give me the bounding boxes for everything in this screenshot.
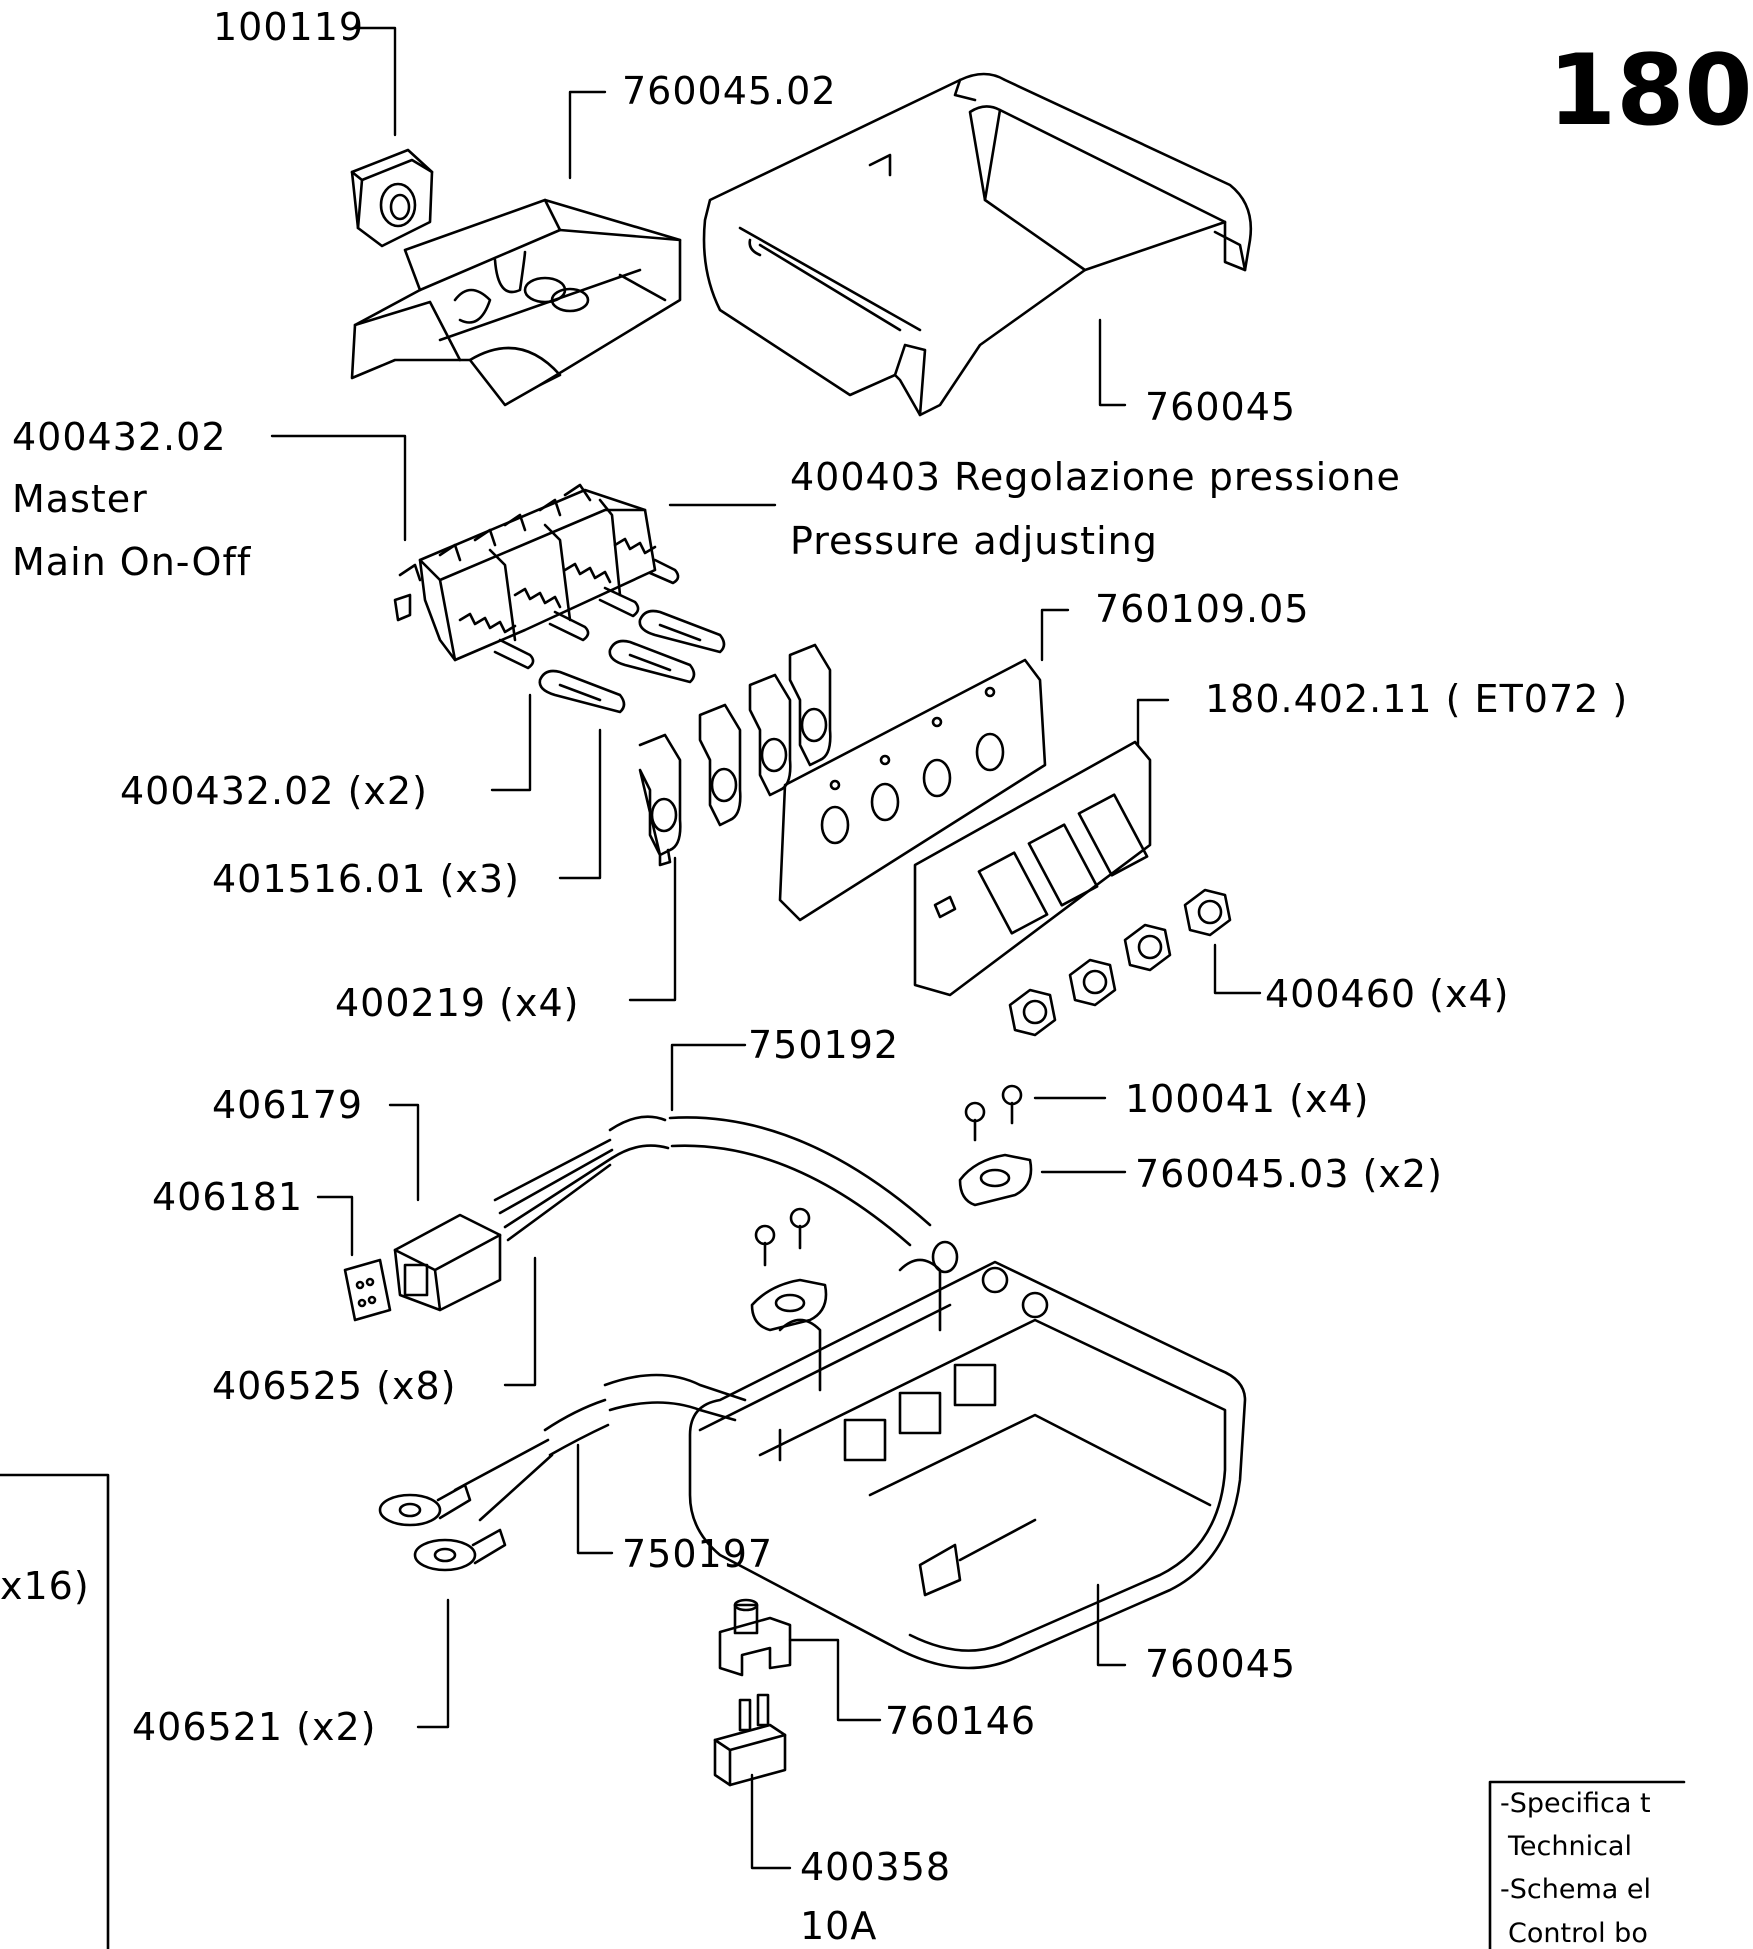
leader-760045-02: [568, 90, 607, 180]
lugs-406521: [378, 1483, 507, 1572]
label-401516-01-x3: 401516.01 (x3): [212, 857, 520, 901]
carrier-760045-02: [350, 198, 682, 407]
label-750197: 750197: [622, 1532, 774, 1576]
title: 180: [1548, 34, 1753, 148]
cable-750197: [453, 1373, 747, 1522]
label-plate-180-402-11: [913, 740, 1152, 997]
leader-406525: [503, 1256, 537, 1387]
label-100119: 100119: [213, 5, 365, 49]
notes-box: [1488, 1780, 1686, 1949]
cable-750192: [493, 1115, 959, 1274]
leader-760045-top: [1098, 318, 1127, 407]
label-400358: 400358: [800, 1845, 952, 1889]
label-760146: 760146: [885, 1699, 1037, 1743]
fuse-holder-760146: [718, 1598, 792, 1677]
label-760045-03-x2: 760045.03 (x2): [1135, 1152, 1443, 1196]
label-400460-x4: 400460 (x4): [1265, 972, 1510, 1016]
leader-400432-02-x2: [490, 693, 532, 792]
connector-406181: [343, 1258, 392, 1322]
label-406179: 406179: [212, 1083, 364, 1127]
label-400403: 400403 Regolazione pressione: [790, 455, 1401, 499]
label-400358-rating: 10A: [800, 1904, 878, 1948]
label-100041-x4: 100041 (x4): [1125, 1077, 1370, 1121]
connector-406179: [393, 1213, 502, 1312]
leader-100119: [353, 26, 397, 137]
label-master: Master: [12, 477, 148, 521]
leader-406179: [388, 1103, 420, 1202]
leader-400219-x4: [628, 856, 677, 1002]
leader-760045-bottom: [1096, 1583, 1127, 1667]
label-406181: 406181: [152, 1175, 304, 1219]
screws-100041: [754, 1084, 1023, 1267]
housing-760045-bottom: [688, 1258, 1247, 1670]
label-760045-top: 760045: [1145, 385, 1297, 429]
label-760045-bottom: 760045: [1145, 1642, 1297, 1686]
leader-760146: [788, 1638, 882, 1722]
note-schema: -Schema el: [1500, 1874, 1651, 1905]
label-main-on-off: Main On-Off: [12, 540, 252, 584]
label-760109-05: 760109.05: [1095, 587, 1310, 631]
cover-760045-top: [702, 72, 1253, 417]
leader-750197: [576, 1443, 614, 1555]
label-400432-02-x2: 400432.02 (x2): [120, 769, 428, 813]
sleeves-401516-01: [538, 609, 726, 714]
label-400219-x4: 400219 (x4): [335, 981, 580, 1025]
leader-180-402-11: [1136, 698, 1170, 747]
side-frame: [0, 1473, 110, 1949]
switch-block: [393, 483, 680, 670]
label-760045-02: 760045.02: [622, 69, 837, 113]
leader-406181: [316, 1195, 354, 1257]
nut-100119: [350, 148, 434, 248]
label-406521-x2: 406521 (x2): [132, 1705, 377, 1749]
leader-400358: [750, 1773, 792, 1870]
note-specifica: -Specifica t: [1500, 1788, 1651, 1819]
leader-750192: [670, 1043, 747, 1112]
label-pressure-adjusting: Pressure adjusting: [790, 519, 1158, 563]
label-750192: 750192: [748, 1023, 900, 1067]
clamps-760045-03: [750, 1153, 1033, 1332]
note-technical: Technical: [1508, 1831, 1632, 1862]
label-side-x16: x16): [0, 1564, 90, 1608]
leader-400460-x4: [1213, 943, 1262, 995]
caps-400460: [1008, 888, 1232, 1037]
note-control: Control bo: [1508, 1918, 1648, 1949]
label-180-402-11: 180.402.11 ( ET072 ): [1205, 677, 1629, 721]
leader-401516-01-x3: [558, 728, 602, 880]
plate-760109-05: [778, 658, 1047, 922]
leader-760109-05: [1040, 608, 1070, 662]
label-406525-x8: 406525 (x8): [212, 1364, 457, 1408]
leader-lines: [270, 26, 1262, 1870]
brackets-400219: [638, 643, 832, 867]
label-400432-02: 400432.02: [12, 415, 227, 459]
exploded-parts-diagram: 180 100119 760045.02 760045 400432.02 Ma…: [0, 5, 1753, 1949]
leader-400432-02: [270, 434, 407, 542]
fuse-400358: [713, 1693, 787, 1787]
leader-406521: [416, 1598, 450, 1729]
